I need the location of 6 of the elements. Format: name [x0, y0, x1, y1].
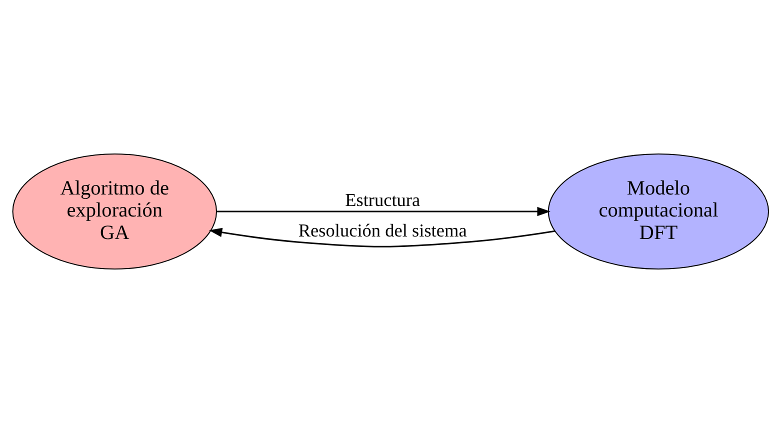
arrow: [216, 206, 550, 216]
arrow: [208, 228, 555, 248]
node-ellipse: Modelo computacional DFT: [548, 153, 770, 270]
edge-label: Resolución del sistema: [298, 220, 467, 240]
node-ellipse: Algoritmo de exploración GA: [12, 153, 218, 270]
edge-label: Estructura: [345, 190, 420, 210]
